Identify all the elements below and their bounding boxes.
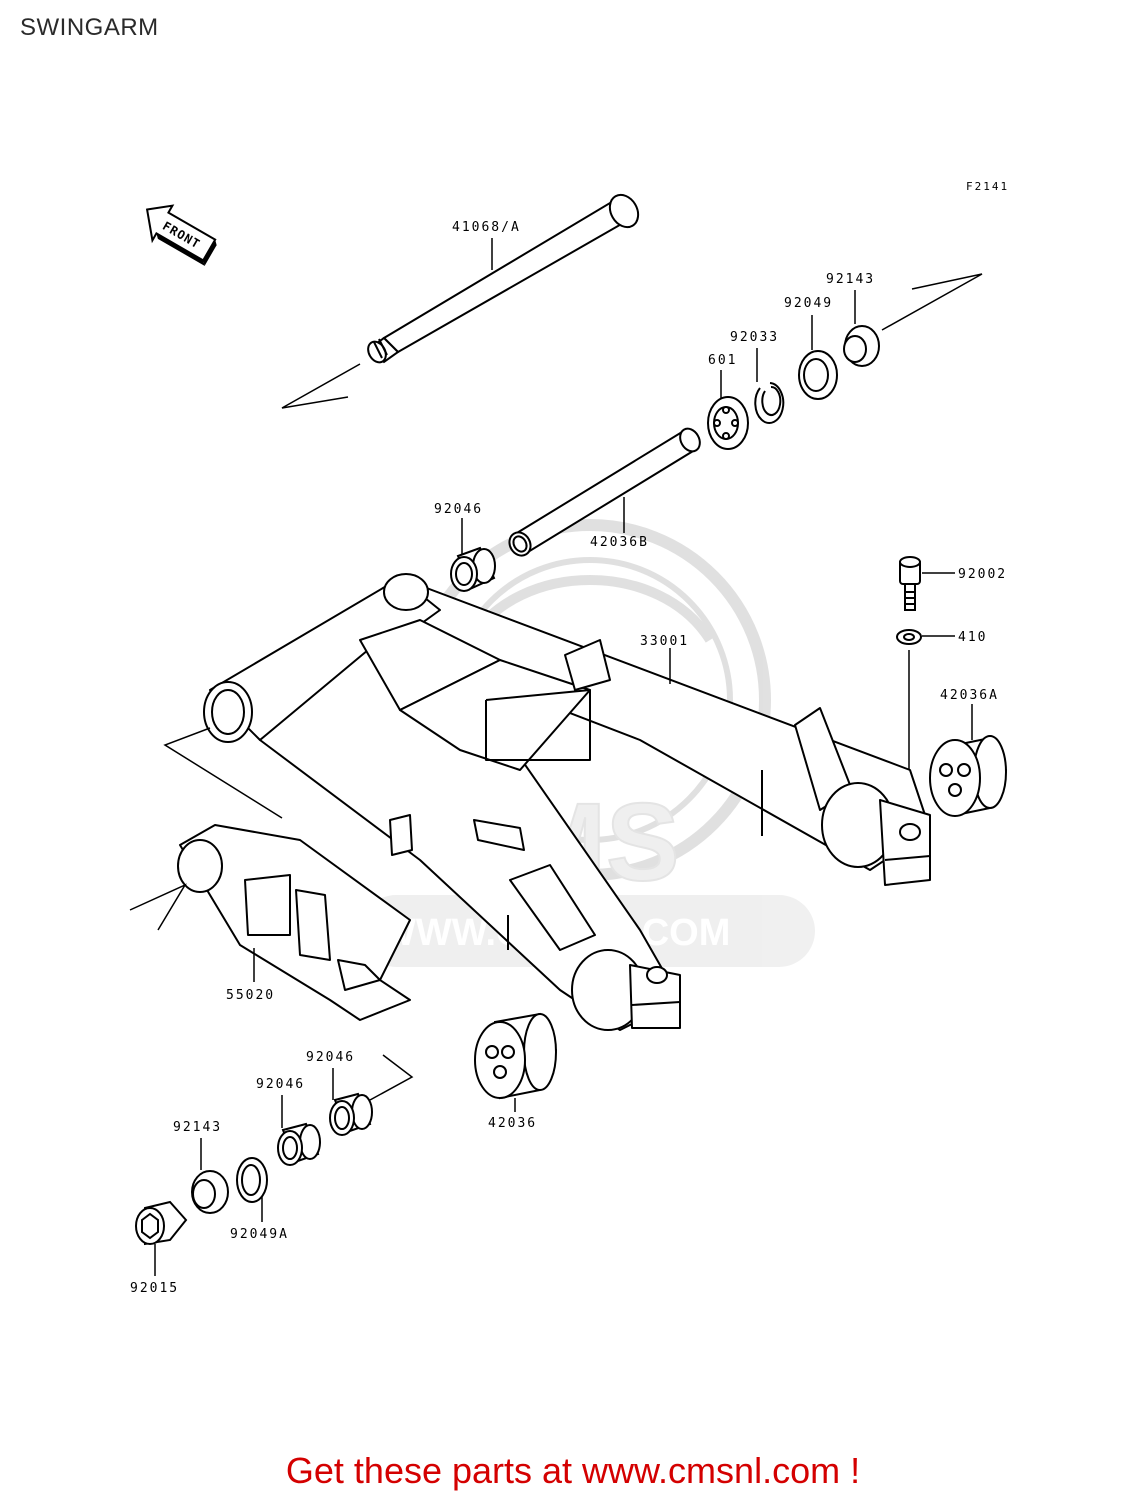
- leader-line: [369, 1054, 414, 1101]
- pivot-shaft-41068a: [367, 193, 640, 364]
- figure-code: F2141: [966, 180, 1009, 193]
- chain-guard-55020: [177, 824, 411, 1021]
- needle-bearing-92046-a: [329, 1092, 373, 1136]
- part-label-33001: 33001: [640, 634, 689, 649]
- leader-line: [881, 273, 983, 331]
- part-label-92143-bottom: 92143: [173, 1120, 222, 1135]
- collar-92143-top: [843, 325, 880, 367]
- needle-bearing-92046-top: [450, 546, 496, 592]
- washer-410: [896, 629, 922, 645]
- bolt-92002: [899, 556, 921, 611]
- needle-bearing-92046-b: [277, 1122, 321, 1166]
- part-label-42036b: 42036B: [590, 535, 649, 550]
- part-label-601: 601: [708, 353, 737, 368]
- part-label-92002: 92002: [958, 567, 1007, 582]
- bearing-601: [707, 396, 749, 450]
- part-label-92033: 92033: [730, 330, 779, 345]
- collar-92143-bottom: [191, 1170, 229, 1214]
- promo-banner[interactable]: Get these parts at www.cmsnl.com !: [0, 1450, 1146, 1492]
- leader-line: [163, 727, 283, 819]
- seal-92049: [798, 350, 838, 400]
- front-arrow-icon: FRONT: [145, 204, 217, 266]
- part-label-41068a: 41068/A: [452, 220, 521, 235]
- circlip-92033: [754, 382, 785, 424]
- page-title: SWINGARM: [20, 14, 159, 41]
- part-label-42036: 42036: [488, 1116, 537, 1131]
- leader-line: [281, 363, 361, 409]
- swingarm-33001: [203, 573, 931, 1031]
- nut-92015: [135, 1200, 188, 1246]
- part-label-55020: 55020: [226, 988, 275, 1003]
- part-label-42036a: 42036A: [940, 688, 999, 703]
- part-label-92015: 92015: [130, 1281, 179, 1296]
- part-label-92143-top: 92143: [826, 272, 875, 287]
- part-label-410: 410: [958, 630, 987, 645]
- seal-92049a: [236, 1157, 268, 1203]
- leader-line: [129, 883, 187, 931]
- part-label-92049a: 92049A: [230, 1227, 289, 1242]
- bushing-42036: [474, 1012, 558, 1100]
- part-label-92049: 92049: [784, 296, 833, 311]
- part-label-92046-b: 92046: [256, 1077, 305, 1092]
- bushing-42036a: [929, 735, 1008, 817]
- part-label-92046-top: 92046: [434, 502, 483, 517]
- promo-link[interactable]: Get these parts at www.cmsnl.com !: [285, 1450, 861, 1491]
- part-label-92046-a: 92046: [306, 1050, 355, 1065]
- sleeve-42036b: [508, 427, 701, 557]
